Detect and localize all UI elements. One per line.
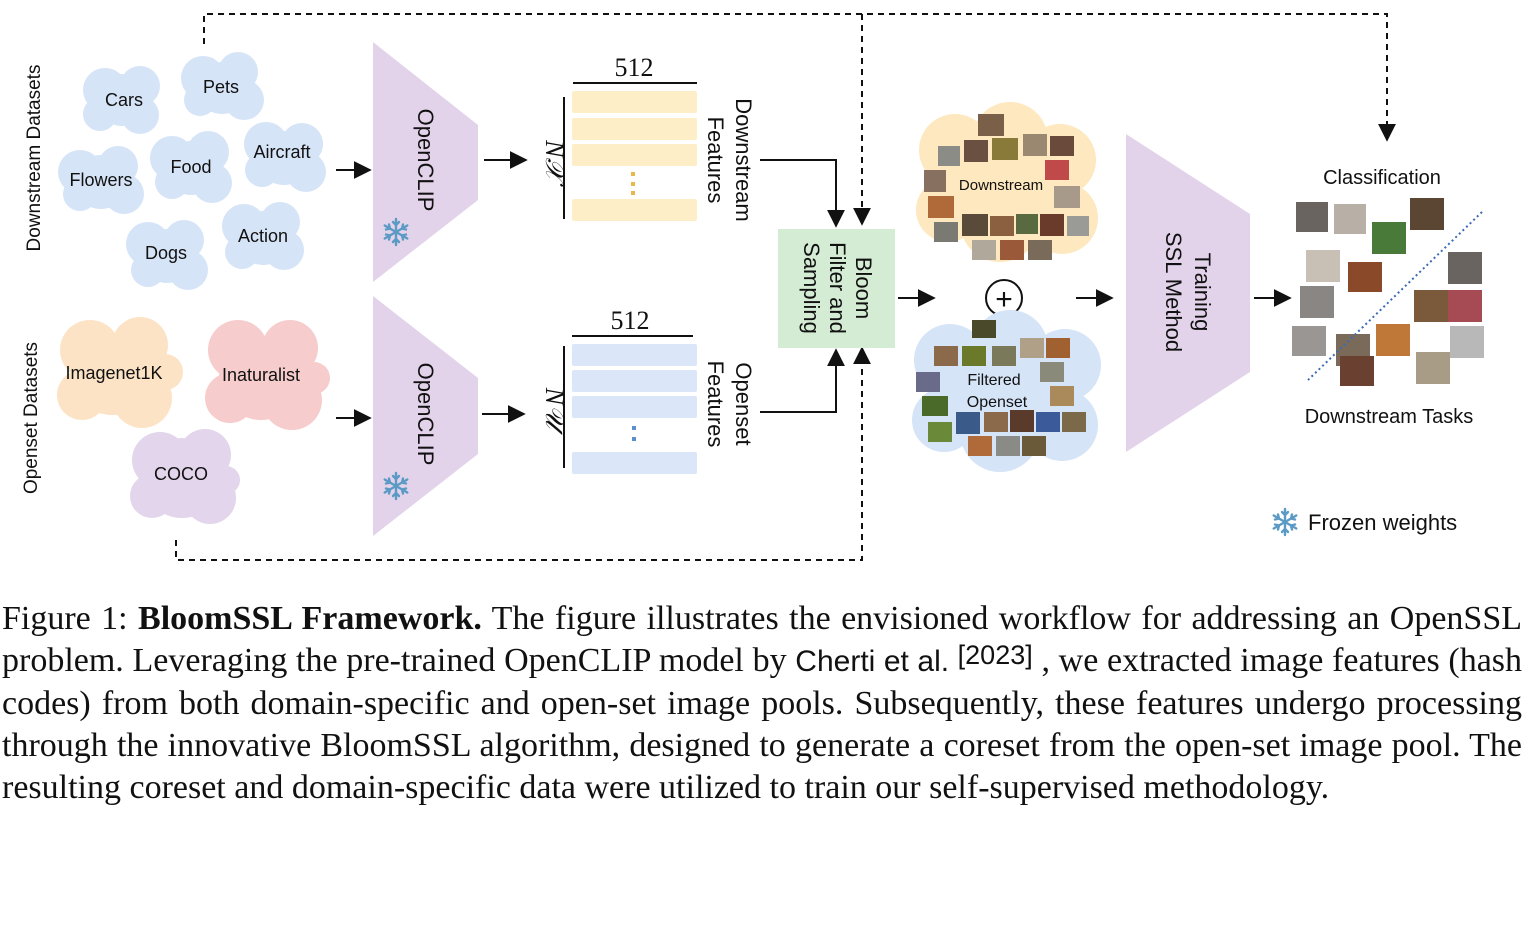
figure-title: BloomSSL Framework. [138, 600, 482, 637]
figure-caption: Figure 1: BloomSSL Framework. The figure… [2, 598, 1522, 809]
caption-text-1: The figure illustrates the envisioned wo… [2, 600, 1522, 679]
openset-group-label: Openset Datasets [21, 342, 42, 494]
encoder-label-bottom: OpenCLIP [413, 363, 438, 466]
training-line-1: Training [1190, 253, 1215, 332]
downstream-features-line-1: Downstream [731, 98, 756, 221]
dataset-label-flowers: Flowers [69, 170, 132, 190]
openset-features-line-2: Features [703, 361, 728, 448]
dataset-label-cars: Cars [105, 90, 143, 110]
n-x-label: N𝒳 [540, 139, 569, 187]
citation-year: [2023] [957, 640, 1033, 670]
training-ssl-block: Training SSL Method [1126, 134, 1250, 452]
feature-dim-label-top: 512 [615, 53, 654, 82]
arrow-downstream-to-bloom [760, 159, 845, 228]
downstream-tasks-label: Downstream Tasks [1305, 406, 1474, 428]
dashed-connectors [175, 13, 1396, 561]
plus-symbol: + [995, 283, 1013, 316]
feature-dim-label-bottom: 512 [611, 306, 650, 335]
opencip-encoder-top: OpenCLIP [373, 42, 478, 282]
openset-feature-matrix: 512 N𝒰 Openset Features [540, 306, 756, 474]
citation-link[interactable]: Cherti et al. [2023] [795, 642, 1032, 679]
bloom-line-3: Sampling [799, 242, 824, 334]
dataset-label-aircraft: Aircraft [253, 142, 310, 162]
pool-downstream-label: Downstream [959, 177, 1043, 194]
decision-boundary [1307, 211, 1483, 381]
frozen-legend-icon [1272, 507, 1298, 537]
downstream-dataset-clouds [58, 52, 326, 290]
dataset-label-pets: Pets [203, 77, 239, 97]
caption-text-2: , we extracted image features (hash code… [2, 642, 1523, 806]
downstream-pool-thumbnails [924, 114, 1089, 260]
cloud-inaturalist [205, 320, 330, 430]
citation-authors: Cherti et al. [795, 645, 950, 678]
cloud-aircraft [244, 122, 326, 192]
cloud-food [150, 131, 232, 203]
downstream-features-line-2: Features [703, 117, 728, 204]
n-u-label: N𝒰 [540, 387, 569, 436]
cloud-imagenet1k [57, 317, 183, 428]
classification-label: Classification [1323, 167, 1441, 189]
dataset-label-food: Food [170, 157, 211, 177]
dataset-label-dogs: Dogs [145, 243, 187, 263]
arrow-openset-to-bloom [760, 348, 845, 413]
filtered-line-1: Filtered [967, 372, 1020, 389]
filtered-pool-thumbnails [916, 320, 1086, 456]
encoder-label-top: OpenCLIP [413, 109, 438, 212]
input-arrows [336, 161, 372, 427]
cloud-coco [130, 429, 240, 524]
filtered-line-2: Openset [967, 394, 1028, 411]
opencip-encoder-bottom: OpenCLIP [373, 296, 478, 536]
training-line-2: SSL Method [1161, 232, 1186, 352]
downstream-group-label: Downstream Datasets [24, 65, 45, 252]
framework-diagram: Downstream Datasets Openset Datasets Car… [21, 13, 1484, 561]
cloud-pets [181, 52, 264, 120]
dataset-label-coco: COCO [154, 464, 208, 484]
downstream-feature-matrix: 512 N𝒳 Downstream Features [540, 53, 756, 222]
cloud-cars [83, 66, 160, 134]
dataset-label-action: Action [238, 226, 288, 246]
openset-features-line-1: Openset [731, 362, 756, 445]
dataset-label-inaturalist: Inaturalist [222, 365, 300, 385]
frozen-weights-legend: Frozen weights [1272, 507, 1457, 537]
dataset-label-imagenet1k: Imagenet1K [65, 363, 162, 383]
cloud-dogs [126, 220, 208, 290]
cloud-flowers [58, 146, 144, 214]
filtered-openset-label: Filtered Openset [967, 372, 1028, 411]
downstream-features-label: Downstream Features [703, 98, 756, 221]
bloom-line-2: Filter and [825, 242, 850, 334]
cloud-action [222, 202, 304, 270]
classification-thumbnails [1292, 198, 1484, 386]
legend-label: Frozen weights [1308, 510, 1457, 535]
figure-label: Figure 1: [2, 600, 128, 637]
bloom-filter-box: Bloom Filter and Sampling [778, 229, 895, 348]
openset-features-label: Openset Features [703, 361, 756, 448]
bloom-line-1: Bloom [851, 257, 876, 319]
